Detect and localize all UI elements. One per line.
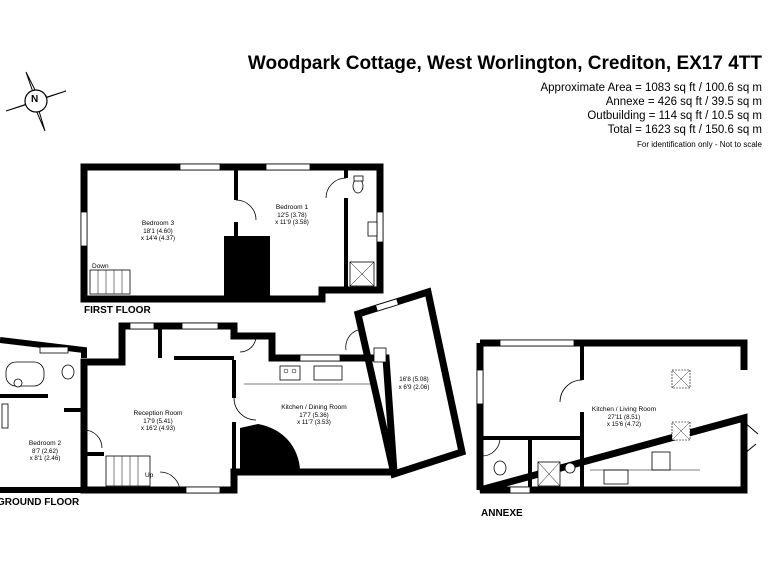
- room-name: Kitchen / Dining Room: [281, 404, 347, 411]
- room-dimension: x 11'9 (3.58): [275, 219, 309, 226]
- room-bedroom-2: Bedroom 2 8'7 (2.62) x 8'1 (2.46): [29, 440, 61, 463]
- stairs-down-label: Down: [92, 263, 109, 270]
- room-dimension: x 6'9 (2.06): [398, 383, 430, 391]
- first-floor-plan: [80, 163, 384, 303]
- room-dimension: 12'5 (3.78): [277, 211, 307, 219]
- area-annexe: Annexe = 426 sq ft / 39.5 sq m: [605, 96, 762, 108]
- property-title: Woodpark Cottage, West Worlington, Credi…: [247, 53, 762, 74]
- room-dimension: 27'11 (8.51): [607, 413, 641, 421]
- room-dimension: x 16'2 (4.93): [140, 425, 176, 432]
- room-dimension: 16'8 (5.08): [399, 376, 429, 383]
- room-kitchen-dining: Kitchen / Dining Room 17'7 (5.36) x 11'7…: [281, 404, 347, 427]
- room-name: Bedroom 2: [28, 440, 62, 447]
- ground-floor-label: GROUND FLOOR: [0, 497, 80, 508]
- room-dimension: 18'1 (4.60): [143, 227, 173, 235]
- room-name: Kitchen / Living Room: [591, 406, 657, 413]
- annexe-label: ANNEXE: [481, 508, 523, 519]
- room-bedroom-1: Bedroom 1 12'5 (3.78) x 11'9 (3.58): [275, 204, 309, 227]
- compass-north-label: N: [31, 94, 39, 105]
- room-dimension: 17'9 (5.41): [143, 417, 173, 425]
- room-reception: Reception Room 17'9 (5.41) x 16'2 (4.93): [133, 410, 182, 433]
- room-dimension: 17'7 (5.36): [299, 411, 329, 419]
- first-floor-label: FIRST FLOOR: [84, 305, 151, 316]
- ground-floor-plan: [0, 287, 467, 494]
- room-dimension: x 15'6 (4.72): [606, 421, 642, 428]
- annexe-plan: [476, 339, 759, 494]
- area-approximate: Approximate Area = 1083 sq ft / 100.6 sq…: [540, 82, 762, 94]
- room-name: Bedroom 1: [275, 204, 309, 211]
- room-name: Bedroom 3: [141, 220, 175, 227]
- room-bedroom-3: Bedroom 3 18'1 (4.60) x 14'4 (4.37): [141, 220, 175, 243]
- compass-icon: [5, 71, 67, 132]
- room-dimension: 8'7 (2.62): [32, 447, 58, 455]
- room-dimension: x 11'7 (3.53): [297, 419, 331, 426]
- room-name: Reception Room: [133, 410, 183, 417]
- area-outbuilding: Outbuilding = 114 sq ft / 10.5 sq m: [587, 110, 762, 122]
- room-dimension: x 8'1 (2.46): [29, 455, 61, 462]
- area-total: Total = 1623 sq ft / 150.6 sq m: [607, 124, 762, 136]
- stairs-up-label: Up: [145, 472, 154, 479]
- room-dimension: x 14'4 (4.37): [140, 235, 176, 242]
- disclaimer-note: For identification only - Not to scale: [637, 140, 762, 149]
- room-kitchen-living: Kitchen / Living Room 27'11 (8.51) x 15'…: [592, 406, 656, 429]
- room-outbuilding: 16'8 (5.08) x 6'9 (2.06): [399, 376, 430, 391]
